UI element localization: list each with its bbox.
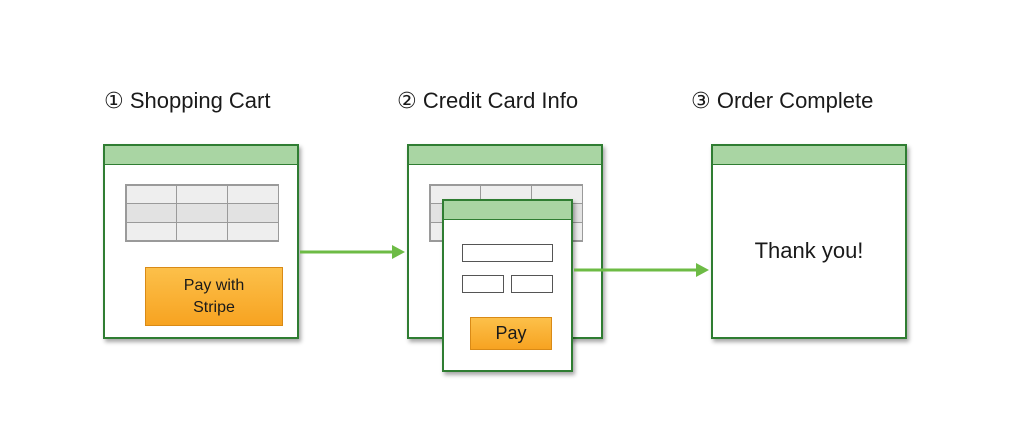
window-titlebar (444, 201, 571, 220)
table-cell (226, 221, 279, 242)
expiry-field[interactable] (462, 275, 504, 293)
table-cell (226, 203, 279, 223)
pay-button[interactable]: Pay (470, 317, 552, 350)
cart-table (125, 184, 279, 242)
table-cell (226, 184, 279, 205)
thank-you-message: Thank you! (754, 238, 864, 263)
step-title-order-complete: ③ Order Complete (691, 88, 874, 113)
shopping-cart-window: Pay with Stripe (103, 144, 299, 339)
window-titlebar (409, 146, 601, 165)
table-cell (176, 184, 228, 205)
table-cell (176, 203, 228, 223)
cvc-field[interactable] (511, 275, 553, 293)
window-titlebar (105, 146, 297, 165)
table-cell (125, 203, 178, 223)
window-titlebar (713, 146, 905, 165)
table-cell (176, 221, 228, 242)
order-complete-window: Thank you! (711, 144, 907, 339)
step-title-credit-card-info: ② Credit Card Info (397, 88, 579, 113)
table-cell (125, 221, 178, 242)
arrow-cart-to-card (300, 245, 405, 259)
pay-with-stripe-button[interactable]: Pay with Stripe (145, 267, 283, 326)
table-cell (125, 184, 178, 205)
card-number-field[interactable] (462, 244, 553, 262)
step-title-shopping-cart: ① Shopping Cart (104, 88, 271, 113)
credit-card-form-window: Pay (442, 199, 573, 372)
